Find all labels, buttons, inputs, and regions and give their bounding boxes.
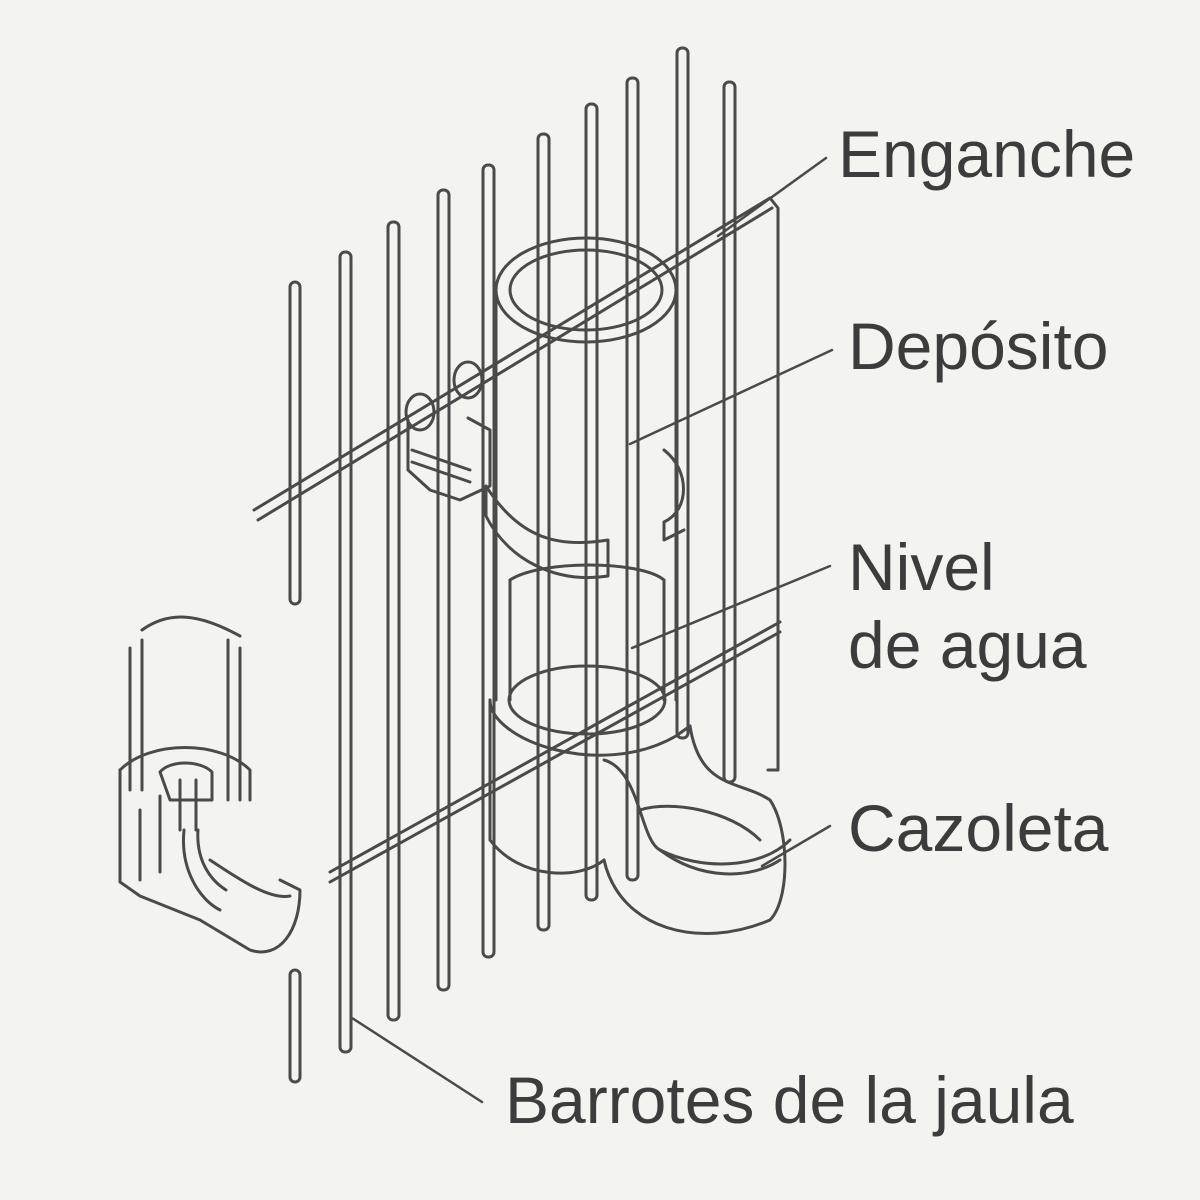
label-enganche: Enganche	[838, 117, 1136, 191]
label-barrotes: Barrotes de la jaula	[505, 1063, 1074, 1137]
leader-lines	[350, 156, 834, 1104]
cutaway-inset	[118, 615, 302, 954]
label-nivel-line2: de agua	[848, 608, 1087, 682]
hook-clip	[404, 360, 686, 579]
reservoir-tube	[494, 236, 678, 736]
label-cazoleta: Cazoleta	[848, 791, 1109, 865]
water-cup	[488, 698, 792, 935]
cage-bars	[252, 46, 782, 1084]
label-deposito: Depósito	[848, 309, 1109, 383]
leader-barrotes	[350, 1016, 484, 1104]
label-nivel-de-agua: Nivel de agua	[848, 528, 1087, 684]
leader-cazoleta	[760, 824, 832, 868]
leader-nivel	[630, 564, 832, 650]
label-nivel-line1: Nivel	[848, 530, 995, 604]
leader-enganche	[716, 156, 828, 238]
leader-deposito	[628, 348, 834, 446]
